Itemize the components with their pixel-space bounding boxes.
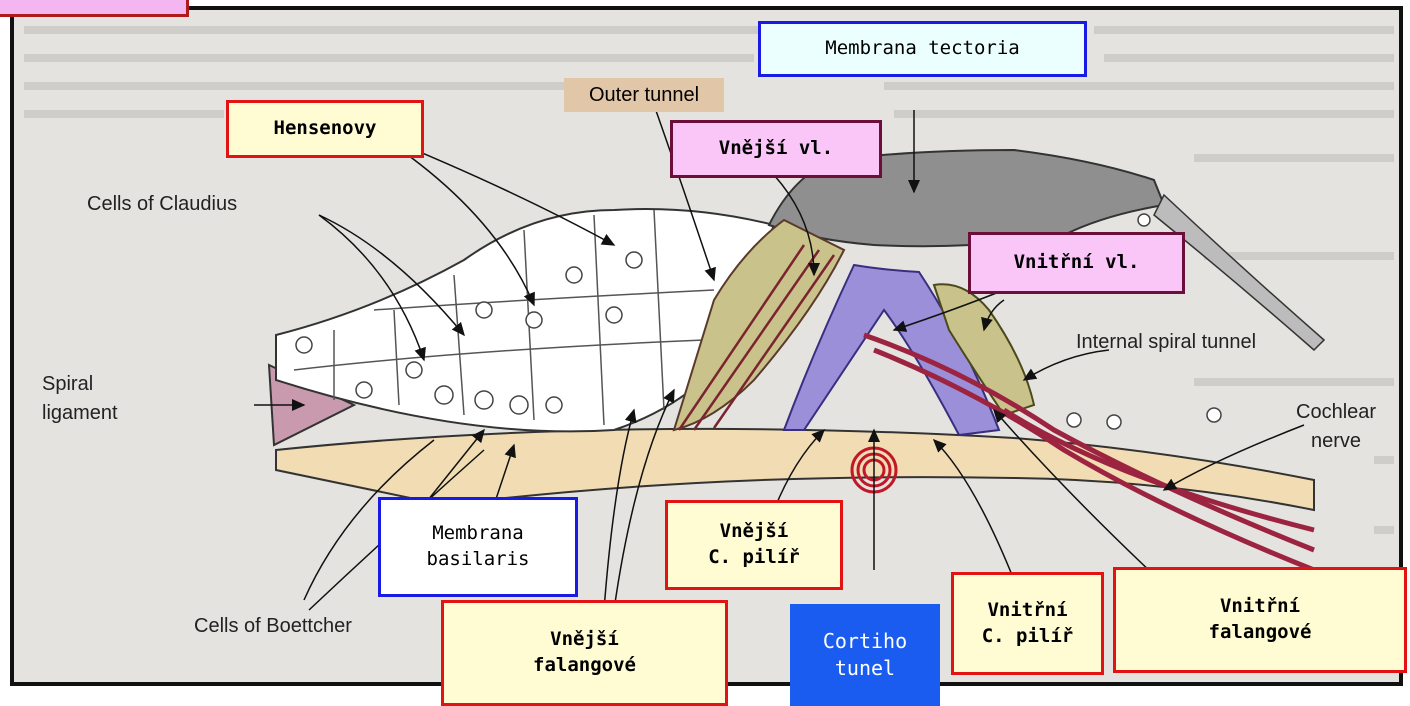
cochlear-nerve-label: Cochlear nerve [1296, 398, 1376, 456]
vnitrni-falangove-label: Vnitřní falangové [1113, 567, 1407, 673]
corner-tab [0, 0, 189, 17]
vnejsi-falangove-label: Vnější falangové [441, 600, 728, 706]
spiral-ligament-label: Spiral ligament [42, 370, 118, 428]
internal-spiral-tunnel-label: Internal spiral tunnel [1076, 328, 1256, 357]
cells-of-claudius-label: Cells of Claudius [87, 190, 237, 219]
vnejsi-c-pilir-label: Vnější C. pilíř [665, 500, 843, 590]
membrana-tectoria-label: Membrana tectoria [758, 21, 1087, 77]
hensenovy-label: Hensenovy [226, 100, 424, 158]
vnitrni-c-pilir-label: Vnitřní C. pilíř [951, 572, 1104, 675]
vnitrni-vl-label: Vnitřní vl. [968, 232, 1185, 294]
cortiho-tunel-label: Cortiho tunel [790, 604, 940, 706]
vnejsi-vl-label: Vnější vl. [670, 120, 882, 178]
cells-of-boettcher-label: Cells of Boettcher [194, 612, 352, 641]
outer-tunnel-label: Outer tunnel [564, 78, 724, 112]
membrana-basilaris-label: Membrana basilaris [378, 497, 578, 597]
